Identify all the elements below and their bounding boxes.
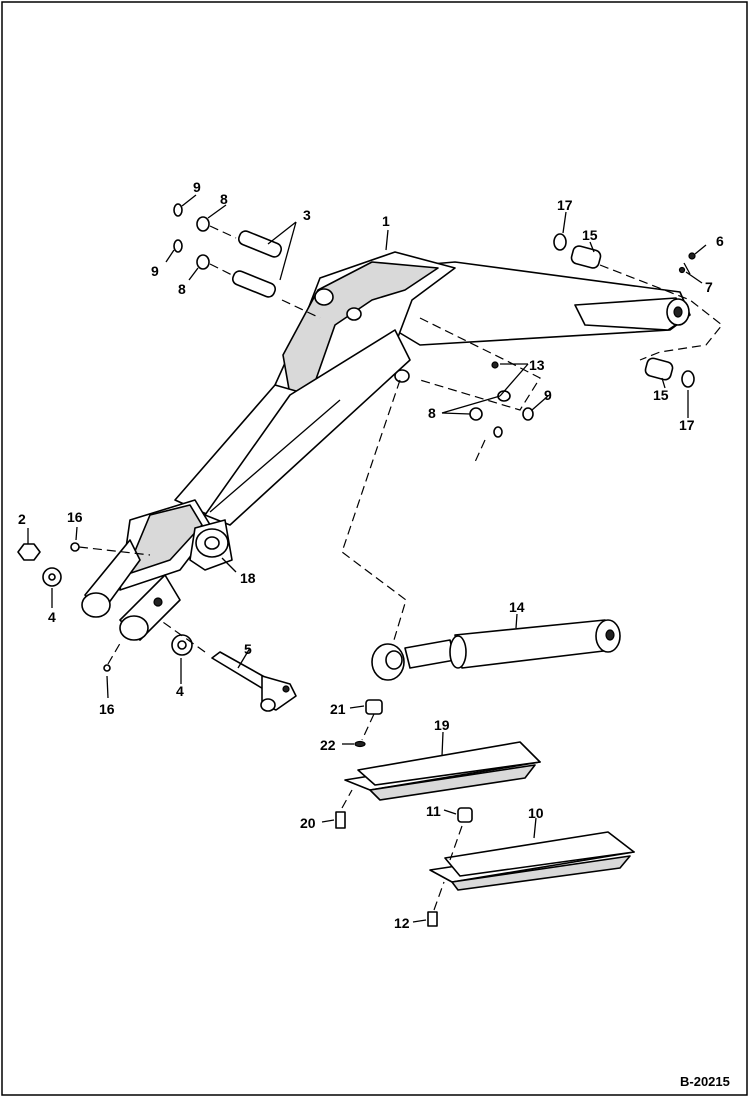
upper-guard-assembly [335, 699, 541, 829]
boom-cylinder [341, 379, 621, 681]
callout-12: 12 [394, 915, 410, 931]
foot-pin-hardware [17, 542, 297, 712]
callout-9: 9 [544, 387, 552, 403]
callout-17: 17 [557, 197, 573, 213]
callout-22: 22 [320, 737, 336, 753]
callout-14: 14 [509, 599, 525, 615]
callout-13: 13 [529, 357, 545, 373]
callout-7: 7 [705, 279, 713, 295]
callout-3: 3 [303, 207, 311, 223]
callout-5: 5 [244, 641, 252, 657]
callout-9: 9 [193, 179, 201, 195]
callout-16: 16 [99, 701, 115, 717]
callout-4: 4 [48, 609, 56, 625]
callout-8: 8 [220, 191, 228, 207]
cylinder-pin-hardware [419, 317, 541, 463]
callout-labels: 1 2 3 4 4 5 6 7 8 8 8 9 9 9 10 11 12 13 … [18, 179, 724, 931]
callout-15: 15 [653, 387, 669, 403]
callout-1: 1 [382, 213, 390, 229]
boom-arm [81, 251, 691, 641]
callout-11: 11 [426, 803, 441, 819]
callout-19: 19 [434, 717, 450, 733]
callout-21: 21 [330, 701, 346, 717]
callout-10: 10 [528, 805, 544, 821]
lower-guard-assembly [427, 807, 635, 927]
drawing-reference-number: B-20215 [680, 1074, 730, 1089]
callout-20: 20 [300, 815, 316, 831]
callout-15: 15 [582, 227, 598, 243]
callout-8: 8 [178, 281, 186, 297]
leader-lines [27, 194, 707, 923]
callout-16: 16 [67, 509, 83, 525]
callout-9: 9 [151, 263, 159, 279]
boom-pins-upper-left [173, 203, 321, 319]
callout-2: 2 [18, 511, 26, 527]
callout-4: 4 [176, 683, 184, 699]
callout-17: 17 [679, 417, 695, 433]
callout-18: 18 [240, 570, 256, 586]
bushings-right-pivot [553, 233, 723, 388]
callout-8: 8 [428, 405, 436, 421]
callout-6: 6 [716, 233, 724, 249]
